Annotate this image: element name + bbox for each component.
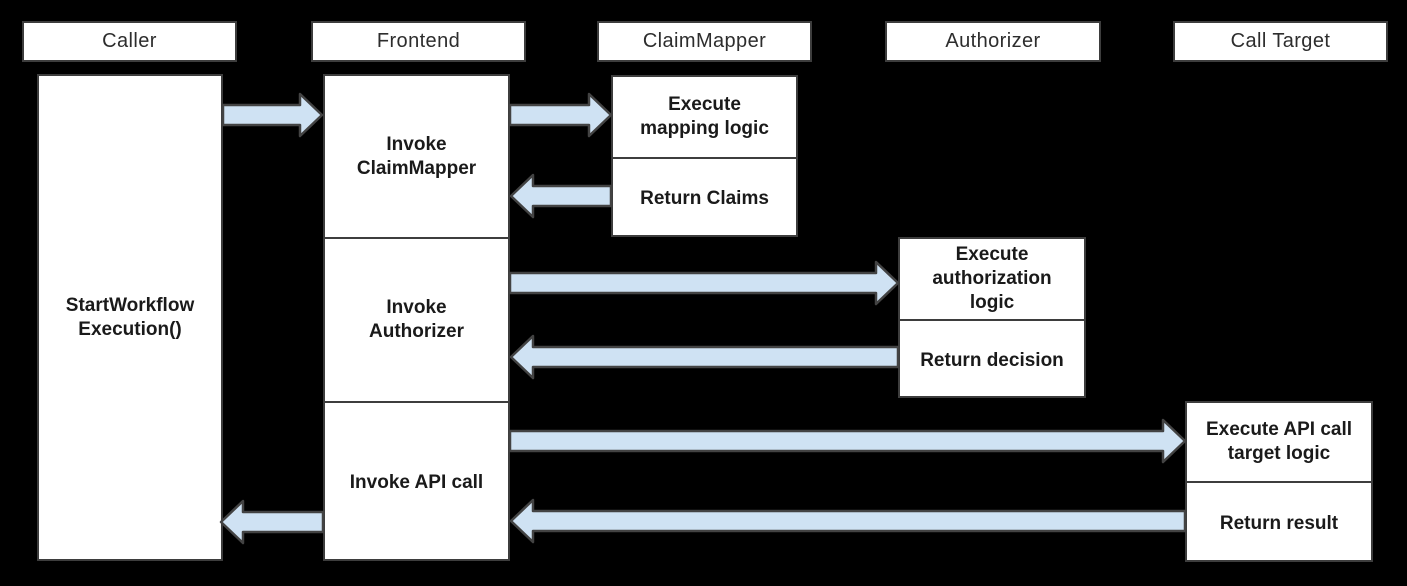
step-invoke-api-call-label: Invoke API call bbox=[349, 472, 484, 494]
step-invoke-api-call: Invoke API call bbox=[325, 401, 508, 563]
step-execute-authorization-logic: Execute authorization logic bbox=[900, 239, 1084, 319]
activation-call-target: Execute API call target logic Return res… bbox=[1185, 401, 1373, 562]
step-invoke-claimmapper: Invoke ClaimMapper bbox=[325, 76, 508, 237]
lifeline-header-caller: Caller bbox=[22, 21, 237, 62]
arrow-frontend-to-call-target-icon bbox=[508, 418, 1187, 464]
step-execute-authorization-logic-label: Execute authorization logic bbox=[932, 244, 1052, 313]
step-return-claims: Return Claims bbox=[613, 157, 796, 239]
step-execute-api-call-target-logic-label: Execute API call target logic bbox=[1205, 419, 1353, 464]
lifeline-header-claimmapper: ClaimMapper bbox=[597, 21, 812, 62]
step-execute-mapping-logic: Execute mapping logic bbox=[613, 77, 796, 157]
lifeline-header-frontend: Frontend bbox=[311, 21, 526, 62]
activation-caller: StartWorkflow Execution() bbox=[37, 74, 223, 561]
caller-step-label: StartWorkflow Execution() bbox=[65, 294, 195, 340]
arrow-frontend-to-authorizer-icon bbox=[508, 260, 900, 306]
step-return-claims-label: Return Claims bbox=[640, 188, 769, 210]
step-return-result: Return result bbox=[1187, 481, 1371, 564]
activation-authorizer: Execute authorization logic Return decis… bbox=[898, 237, 1086, 398]
arrow-authorizer-to-frontend-icon bbox=[509, 334, 900, 380]
step-return-decision-label: Return decision bbox=[920, 349, 1064, 371]
arrow-frontend-to-caller-icon bbox=[219, 499, 325, 545]
arrow-call-target-to-frontend-icon bbox=[509, 498, 1187, 544]
step-execute-api-call-target-logic: Execute API call target logic bbox=[1187, 403, 1371, 481]
activation-frontend: Invoke ClaimMapper Invoke Authorizer Inv… bbox=[323, 74, 510, 561]
arrow-frontend-to-claimmapper-icon bbox=[508, 92, 613, 138]
step-invoke-authorizer-label: Invoke Authorizer bbox=[369, 297, 464, 342]
lifeline-header-call-target: Call Target bbox=[1173, 21, 1388, 62]
step-execute-mapping-logic-label: Execute mapping logic bbox=[640, 94, 769, 139]
arrow-caller-to-frontend-icon bbox=[221, 92, 324, 138]
step-invoke-claimmapper-label: Invoke ClaimMapper bbox=[356, 133, 477, 179]
arrow-claimmapper-to-frontend-icon bbox=[509, 173, 613, 219]
step-invoke-authorizer: Invoke Authorizer bbox=[325, 237, 508, 401]
step-return-decision: Return decision bbox=[900, 319, 1084, 400]
activation-claimmapper: Execute mapping logic Return Claims bbox=[611, 75, 798, 237]
lifeline-header-authorizer: Authorizer bbox=[885, 21, 1101, 62]
step-return-result-label: Return result bbox=[1219, 512, 1339, 534]
